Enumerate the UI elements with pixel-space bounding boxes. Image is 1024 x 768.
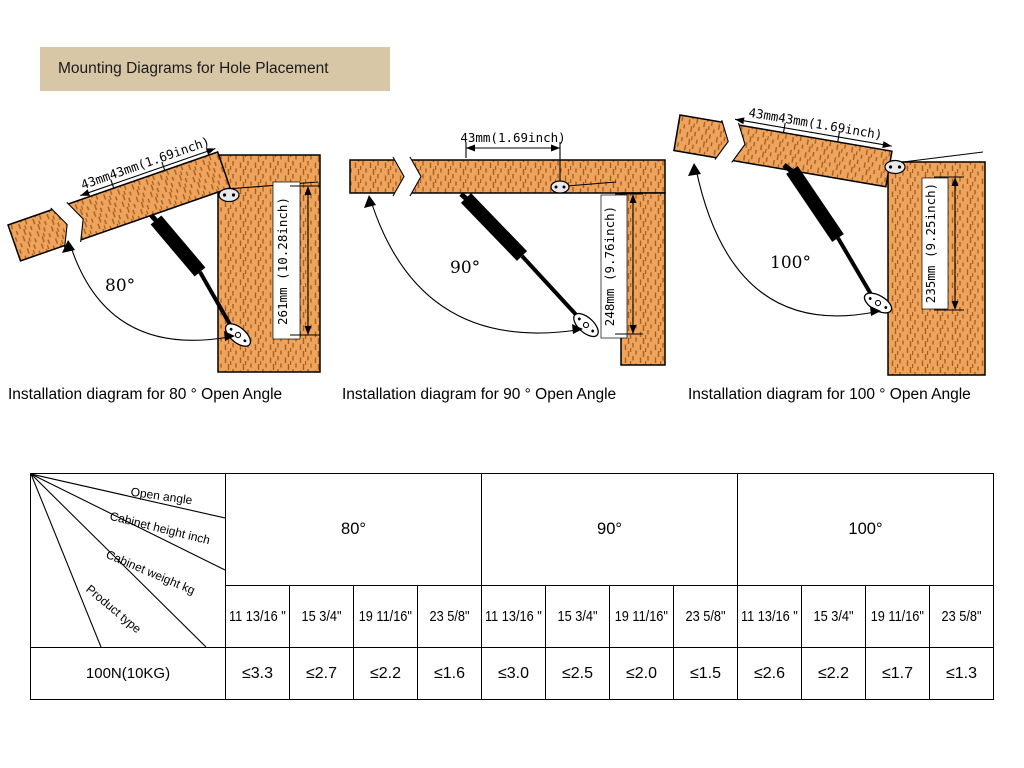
caption-80-open: Installation diagram for 80 ° Open Angle [8,386,283,403]
max-weight-cell: ≤1.3 [930,648,994,700]
max-weight-cell: ≤2.7 [290,648,354,700]
max-weight-cell: ≤2.2 [354,648,418,700]
hinge-bracket [218,187,240,203]
hinge-bracket [884,159,906,175]
size-header: 15 3/4" [802,586,866,648]
break-symbol [393,157,421,196]
size-header: 15 3/4" [546,586,610,648]
height-dimension-label: 235mm (9.25inch) [923,183,938,303]
size-header: 23 5/8" [418,586,482,648]
size-header: 19 11/16" [610,586,674,648]
gas-strut [459,192,582,321]
pivot-line [566,181,617,187]
height-dimension: 261mm (10.28inch) [272,181,320,340]
angle-group-80: 80° [226,474,482,586]
mount-bracket [573,312,599,338]
size-header: 23 5/8" [930,586,994,648]
angle-group-90: 90° [482,474,738,586]
size-header: 11 13/16 " [482,586,546,648]
corner-label-product-type: Product type [83,582,144,636]
angle-label: 90° [450,258,480,278]
max-weight-cell: ≤2.2 [802,648,866,700]
load-capacity-table: Open angle Cabinet height inch Cabinet w… [30,473,994,700]
top-dimension: 43mm(1.69inch) [460,130,566,183]
corner-diagonals: Open angle Cabinet height inch Cabinet w… [31,474,225,647]
door-panel: 43mm43mm(1.69inch) [7,134,232,262]
diagram-90-open: 43mm(1.69inch) 90° 248m [349,130,666,366]
break-symbol [50,202,84,248]
opening-arc [70,246,230,341]
caption-90-open: Installation diagram for 90 ° Open Angle [342,386,617,403]
door-dimension-label: 43mm(1.69inch) [460,130,565,145]
max-weight-cell: ≤2.0 [610,648,674,700]
max-weight-cell: ≤1.7 [866,648,930,700]
height-dimension: 248mm (9.76inch) [600,193,643,339]
gas-strut [149,213,234,329]
gas-strut [782,163,874,298]
product-type-cell: 100N(10KG) [31,648,226,700]
caption-100-open: Installation diagram for 100 ° Open Angl… [688,386,971,403]
height-dimension-label: 248mm (9.76inch) [602,206,617,326]
size-header: 23 5/8" [674,586,738,648]
diagram-100-open: 43mm43mm(1.69inch) 100° [673,105,986,376]
max-weight-cell: ≤1.5 [674,648,738,700]
door-dimension-line [734,118,892,147]
size-header: 11 13/16 " [226,586,290,648]
height-dimension-label: 261mm (10.28inch) [275,197,290,325]
pivot-line [226,181,319,190]
cabinet-side-panel [620,192,666,366]
corner-label-cabinet-height: Cabinet height inch [108,509,211,547]
size-header: 19 11/16" [354,586,418,648]
angle-label: 100° [770,253,811,273]
angle-label: 80° [105,276,135,296]
diagram-80-open: 43mm43mm(1.69inch) 80° [7,134,321,373]
opening-arc [695,168,876,317]
break-symbol [714,120,745,163]
size-header: 11 13/16 " [738,586,802,648]
pivot-line [902,151,984,163]
corner-label-cabinet-weight: Cabinet weight kg [104,547,197,597]
door-dimension-line [80,148,216,197]
opening-arc [370,200,578,334]
angle-group-100: 100° [738,474,994,586]
max-weight-cell: ≤1.6 [418,648,482,700]
height-dimension: 235mm (9.25inch) [921,176,964,311]
mount-bracket [224,323,252,347]
size-header: 19 11/16" [866,586,930,648]
max-weight-cell: ≤3.3 [226,648,290,700]
max-weight-cell: ≤2.6 [738,648,802,700]
hinge-bracket [550,180,570,194]
size-header: 15 3/4" [290,586,354,648]
max-weight-cell: ≤3.0 [482,648,546,700]
max-weight-cell: ≤2.5 [546,648,610,700]
door-panel: 43mm43mm(1.69inch) [673,105,893,188]
table-corner-header: Open angle Cabinet height inch Cabinet w… [31,474,226,648]
page-title: Mounting Diagrams for Hole Placement [40,47,390,91]
